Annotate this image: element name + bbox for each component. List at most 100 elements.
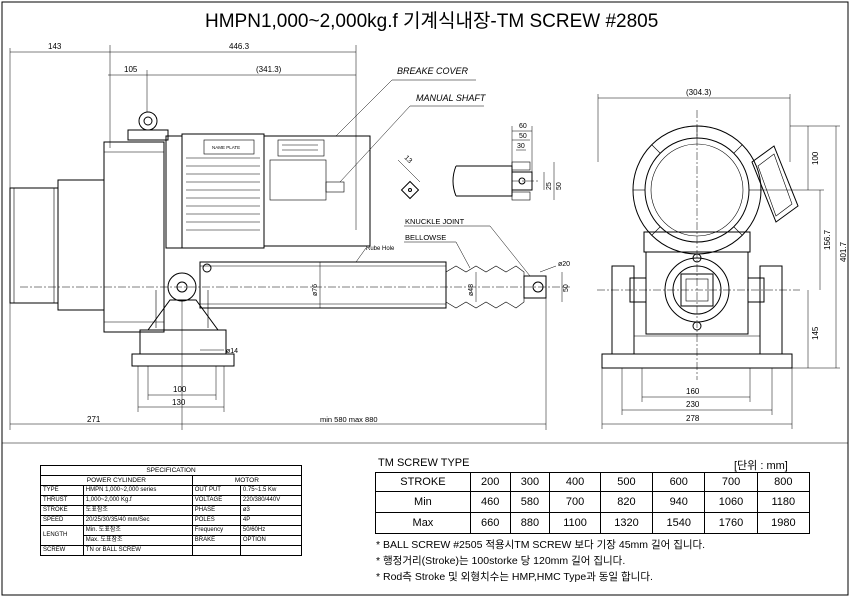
dim-dia-14: ø14 — [226, 348, 238, 355]
spec-label: TYPE — [40, 485, 84, 496]
note-rod-side: * Rod측 Stroke 및 외형치수는 HMP,HMC Type과 동일 합… — [376, 571, 653, 583]
tm-cell: 1760 — [704, 512, 758, 534]
spec-value: Min. 도표참조 — [82, 525, 193, 536]
end-dim-401-7: 401.7 — [839, 241, 848, 262]
spec-heading: SPECIFICATION — [40, 465, 302, 476]
spec-motor-label: BRAKE — [191, 535, 241, 546]
tm-cell: 700 — [549, 491, 601, 513]
tm-stroke-cell: 600 — [652, 472, 706, 492]
dim-stroke-length: min 580 max 880 — [320, 415, 378, 424]
end-dim-230: 230 — [686, 400, 700, 409]
tm-cell: 880 — [509, 512, 551, 534]
spec-value: HMPN 1,000~2,000 series — [82, 485, 193, 496]
note-stroke: * 행정거리(Stroke)는 100storke 당 120mm 길어 집니다… — [376, 555, 626, 567]
specification-table: SPECIFICATION POWER CYLINDER MOTOR TYPE … — [40, 465, 303, 556]
spec-row: TYPE HMPN 1,000~2,000 series OUT PUT 0.7… — [40, 485, 303, 496]
spec-label: STROKE — [40, 505, 84, 516]
tm-cell: 460 — [469, 491, 511, 513]
end-dim-278: 278 — [686, 414, 700, 423]
callout-breake-cover: BREAKE COVER — [397, 66, 469, 76]
tm-stroke-cell: 500 — [599, 472, 654, 492]
shaft-detail: 60 50 30 25 50 13 — [397, 123, 563, 201]
tm-cell: 1320 — [599, 512, 654, 534]
tm-max-row: Max 660 880 1100 1320 1540 1760 1980 — [375, 512, 811, 534]
spec-motor-value: 220/380/440V — [239, 495, 303, 506]
callout-rube-hole: Rube Hole — [366, 246, 395, 252]
tm-min-row: Min 460 580 700 820 940 1060 1180 — [375, 491, 811, 513]
spec-row: THRUST 1,000~2,000 Kg.f VOLTAGE 220/380/… — [40, 495, 303, 506]
callout-bellowse: BELLOWSE — [405, 233, 446, 242]
tm-row-label: Max — [375, 512, 471, 534]
tm-table-title: TM SCREW TYPE — [378, 457, 470, 469]
spec-motor-label: OUT PUT — [191, 485, 241, 496]
dim-130: 130 — [172, 398, 186, 407]
spec-label: SPEED — [40, 515, 84, 526]
tm-cell: 580 — [509, 491, 551, 513]
shaft-dim-13: 13 — [403, 154, 414, 165]
shaft-dim-60: 60 — [519, 123, 527, 130]
dim-dia-76: ø76 — [312, 284, 319, 296]
tm-stroke-cell: 200 — [469, 472, 511, 492]
spec-row: LENGTH Min. 도표참조 Frequency 50/60Hz — [40, 525, 303, 546]
spec-value: 20/25/30/35/40 mm/Sec — [82, 515, 193, 526]
spec-motor-value: OPTION — [239, 535, 303, 546]
spec-value: Max. 도표참조 — [82, 535, 193, 546]
tm-cell: 1980 — [756, 512, 811, 534]
spec-value: 도표참조 — [82, 505, 193, 516]
tm-cell: 1180 — [756, 491, 811, 513]
dim-dia-20: ø20 — [558, 261, 570, 268]
tm-header-label: STROKE — [375, 472, 471, 492]
spec-label: THRUST — [40, 495, 84, 506]
dim-341-3: (341.3) — [256, 65, 282, 74]
shaft-dim-50b: 50 — [556, 182, 563, 190]
spec-motor-label: POLES — [191, 515, 241, 526]
shaft-dim-30: 30 — [517, 143, 525, 150]
end-dim-304-3: (304.3) — [686, 88, 712, 97]
tm-cell: 1100 — [549, 512, 601, 534]
spec-motor-label: VOLTAGE — [191, 495, 241, 506]
side-view: 143 446.3 105 (341.3) NAME PLATE — [9, 42, 570, 430]
tm-cell: 1060 — [704, 491, 758, 513]
nameplate-label: NAME PLATE — [212, 145, 240, 150]
dim-271: 271 — [87, 415, 101, 424]
tm-header-row: STROKE 200 300 400 500 600 700 800 — [375, 472, 811, 492]
end-dim-160: 160 — [686, 387, 700, 396]
spec-motor-label: Frequency — [191, 525, 241, 536]
tm-cell: 940 — [652, 491, 706, 513]
tm-stroke-cell: 700 — [704, 472, 758, 492]
spec-motor-value: 0.75~1.5 Kw — [239, 485, 303, 496]
tm-stroke-cell: 400 — [549, 472, 601, 492]
spec-motor-label: PHASE — [191, 505, 241, 516]
dim-100: 100 — [173, 385, 187, 394]
dim-105: 105 — [124, 65, 138, 74]
spec-row: SCREW TN or BALL SCREW — [40, 545, 303, 556]
tm-stroke-cell: 300 — [509, 472, 551, 492]
tm-cell: 1540 — [652, 512, 706, 534]
spec-row: SPEED 20/25/30/35/40 mm/Sec POLES 4P — [40, 515, 303, 526]
shaft-dim-50: 50 — [519, 133, 527, 140]
tm-screw-table: STROKE 200 300 400 500 600 700 800 Min 4… — [375, 472, 811, 534]
spec-motor-value — [239, 545, 303, 556]
spec-motor-label — [191, 545, 241, 556]
tm-cell: 820 — [599, 491, 654, 513]
callout-manual-shaft: MANUAL SHAFT — [416, 93, 487, 103]
spec-label: SCREW — [40, 545, 84, 556]
spec-value: 1,000~2,000 Kg.f — [82, 495, 193, 506]
dim-dia-48: ø48 — [468, 284, 475, 296]
end-dim-156-7: 156.7 — [823, 229, 832, 250]
dim-446-3: 446.3 — [229, 42, 250, 51]
spec-col-power: POWER CYLINDER — [40, 475, 193, 486]
callout-knuckle-joint: KNUCKLE JOINT — [405, 217, 465, 226]
tm-cell: 660 — [469, 512, 511, 534]
spec-row: STROKE 도표참조 PHASE ø3 — [40, 505, 303, 516]
end-dim-145: 145 — [811, 326, 820, 340]
spec-value: TN or BALL SCREW — [82, 545, 193, 556]
spec-col-motor: MOTOR — [191, 475, 303, 486]
tm-table-unit: [단위 : mm] — [734, 460, 788, 472]
spec-label: LENGTH — [40, 525, 84, 546]
spec-motor-value: 50/60Hz — [239, 525, 303, 536]
end-dim-100: 100 — [811, 151, 820, 165]
note-ball-screw: * BALL SCREW #2505 적용시TM SCREW 보다 기장 45m… — [376, 539, 706, 551]
